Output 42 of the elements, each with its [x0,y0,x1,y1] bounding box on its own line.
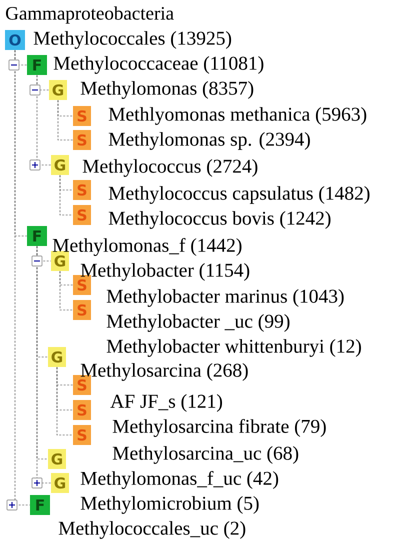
rank-badge: S [73,130,91,150]
taxon-label: Methylococcus capsulatus (1482) [108,186,370,204]
rank-badge: G [48,449,66,469]
rank-badge: S [73,400,91,420]
rank-badge: S [73,180,91,200]
rank-badge: G [48,347,66,367]
taxon-label: Methylobacter marinus (1043) [106,289,344,307]
taxon-label: Methylomonas_f_uc (42) [80,471,278,489]
tree-connector [56,366,74,436]
tree-connector [14,50,30,506]
taxon-label: Methylosarcina_uc (68) [112,446,298,464]
taxon-label: Methylomicrobium (5) [80,496,259,514]
rank-badge: F [27,55,47,75]
taxon-label: Methylomonas sp. (2394) [108,132,310,150]
rank-badge: G [51,473,69,493]
rank-badge: S [73,205,91,225]
taxon-label: Methylococcus bovis (1242) [108,211,330,229]
taxon-label: AF JF_s (121) [110,394,222,412]
taxon-label: Methylococcales_uc (2) [58,521,246,539]
tree-connector [36,74,52,166]
taxon-label: Methylobacter _uc (99) [106,314,290,332]
taxon-label: Methylobacter whittenburyi (12) [106,339,361,357]
taxon-label: Methylomonas (8357) [80,81,254,99]
tree-connector [60,174,74,216]
rank-badge: O [5,30,25,50]
taxon-label: Methylosarcina fibrate (79) [112,419,326,437]
taxon-label: Methylococcaceae (11081) [54,56,264,74]
taxon-label: Methlyomonas methanica (5963) [108,107,366,125]
tree-connector [58,100,74,140]
rank-badge: F [30,495,50,515]
title: Gammaproteobacteria [6,6,174,24]
taxon-label: Methylococcales (13925) [34,31,232,49]
rank-badge: S [73,300,91,320]
tree-connector [36,246,52,484]
rank-badge: F [27,226,47,246]
rank-badge: G [51,155,69,175]
rank-badge: S [73,106,91,126]
tree-connector [60,270,74,310]
taxon-label: Methylococcus (2724) [82,159,258,177]
rank-badge: G [51,251,69,271]
rank-badge: G [49,80,67,100]
rank-badge: S [73,425,91,445]
